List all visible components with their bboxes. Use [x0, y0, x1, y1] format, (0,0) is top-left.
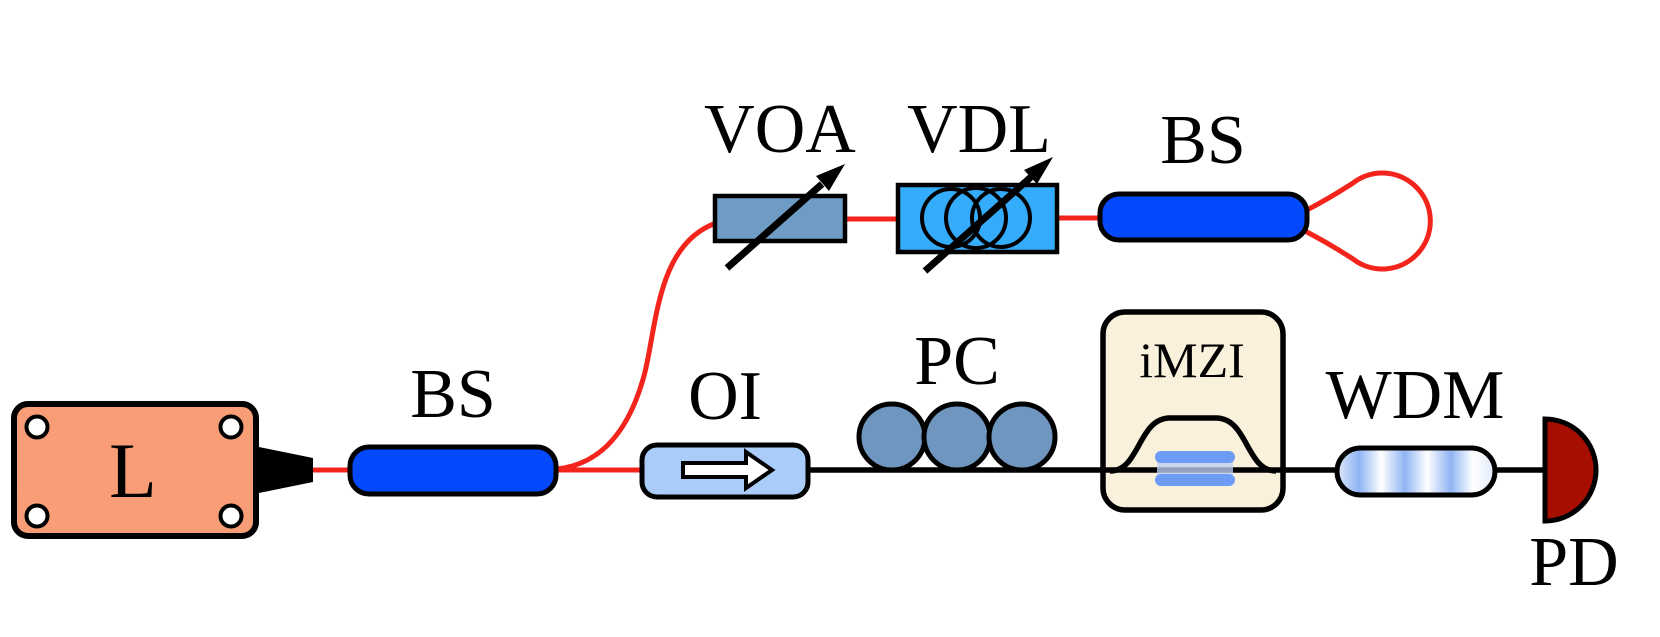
wavelength-division-multiplexer: WDM	[1326, 357, 1505, 498]
voa-variable-arrow-head-icon	[816, 164, 845, 191]
laser-screw-icon	[218, 414, 244, 440]
imzi-phase-stripe-top	[1155, 451, 1235, 463]
voa-variable-arrow-shaft	[724, 181, 825, 271]
laser-label: L	[109, 427, 157, 514]
bs-loop-box	[1097, 191, 1310, 243]
pd-label: PD	[1529, 524, 1618, 601]
polarization-controller: PC	[856, 323, 1058, 473]
vdl-variable-arrow-shaft	[922, 174, 1034, 274]
beam-splitter-loop: BS	[1097, 102, 1310, 243]
laser-screw-icon	[24, 503, 50, 529]
voa-box	[712, 193, 848, 244]
bs-input-label: BS	[410, 356, 496, 433]
vdl-label: VDL	[907, 91, 1051, 168]
wdm-box	[1334, 445, 1498, 498]
fiber-sagnac-loop	[1303, 170, 1433, 272]
laser-pigtail-taper	[254, 446, 313, 494]
optical-isolator: OI	[639, 358, 811, 500]
imzi-label: iMZI	[1139, 332, 1245, 388]
pc-paddle	[921, 401, 993, 473]
voa-label: VOA	[704, 91, 856, 168]
variable-optical-attenuator: VOA	[704, 91, 856, 271]
wdm-label: WDM	[1326, 357, 1505, 434]
imzi-upper-arm-waveguide	[1109, 415, 1277, 474]
pc-label: PC	[914, 323, 1000, 400]
oi-direction-arrow-icon	[681, 448, 776, 492]
beam-splitter-input: BS	[347, 356, 559, 497]
oi-label: OI	[688, 358, 762, 435]
imzi-phase-stripe-bottom	[1155, 474, 1235, 486]
fiber-branch-curve	[556, 220, 717, 472]
pc-paddle	[986, 401, 1058, 473]
imzi-chip-box	[1100, 309, 1286, 513]
pd-half-disc	[1542, 416, 1599, 524]
laser-box	[11, 401, 259, 539]
bs-loop-label: BS	[1160, 102, 1246, 179]
red-fiber-group	[312, 170, 1433, 473]
photodetector: PD	[1529, 416, 1619, 601]
bs-input-box	[347, 444, 559, 497]
laser-screw-icon	[24, 414, 50, 440]
variable-delay-line: VDL	[895, 91, 1060, 274]
laser-screw-icon	[218, 503, 244, 529]
vdl-variable-arrow-head-icon	[1024, 157, 1053, 184]
pc-paddle	[856, 401, 928, 473]
laser-module: L	[11, 401, 313, 539]
